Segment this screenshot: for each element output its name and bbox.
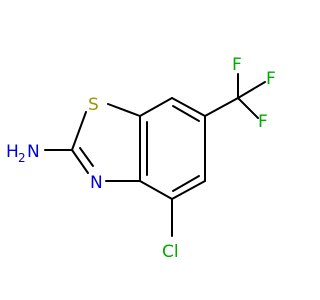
atom-fluorine-1: F	[232, 55, 242, 75]
atom-chlorine: Cl	[162, 242, 179, 262]
bond-cf3-f2	[237, 81, 266, 99]
bond-c7-c6	[171, 97, 206, 117]
bond-c7a-c7	[139, 97, 173, 117]
benzothiazole-structure: H 2 N S N Cl F F F	[6, 55, 276, 262]
atom-amine-n: N	[27, 142, 40, 162]
bond-s-c7a	[107, 103, 141, 117]
atom-fluorine-2: F	[266, 69, 276, 89]
bond-c7-c6-double	[172, 105, 200, 122]
bonds	[44, 73, 266, 237]
bond-cf3-f3	[237, 97, 259, 119]
bond-c2-n3	[71, 149, 89, 174]
structure-canvas: H 2 N S N Cl F F F	[6, 55, 276, 262]
bond-c5-c4	[171, 180, 206, 200]
atom-ring-nitrogen: N	[90, 173, 103, 193]
bond-c2-s	[71, 111, 87, 151]
atom-amine-subscript: 2	[18, 151, 26, 165]
atom-fluorine-3: F	[258, 112, 268, 132]
bond-c2-n3-double	[79, 147, 94, 167]
atom-labels: H 2 N S N Cl F F F	[6, 55, 276, 262]
bond-c4-c3a	[139, 180, 173, 200]
atom-sulfur: S	[88, 95, 99, 115]
bond-c6-cf3	[204, 97, 239, 117]
bond-c5-c4-double	[172, 175, 200, 192]
atom-amine-h: H	[6, 142, 19, 162]
